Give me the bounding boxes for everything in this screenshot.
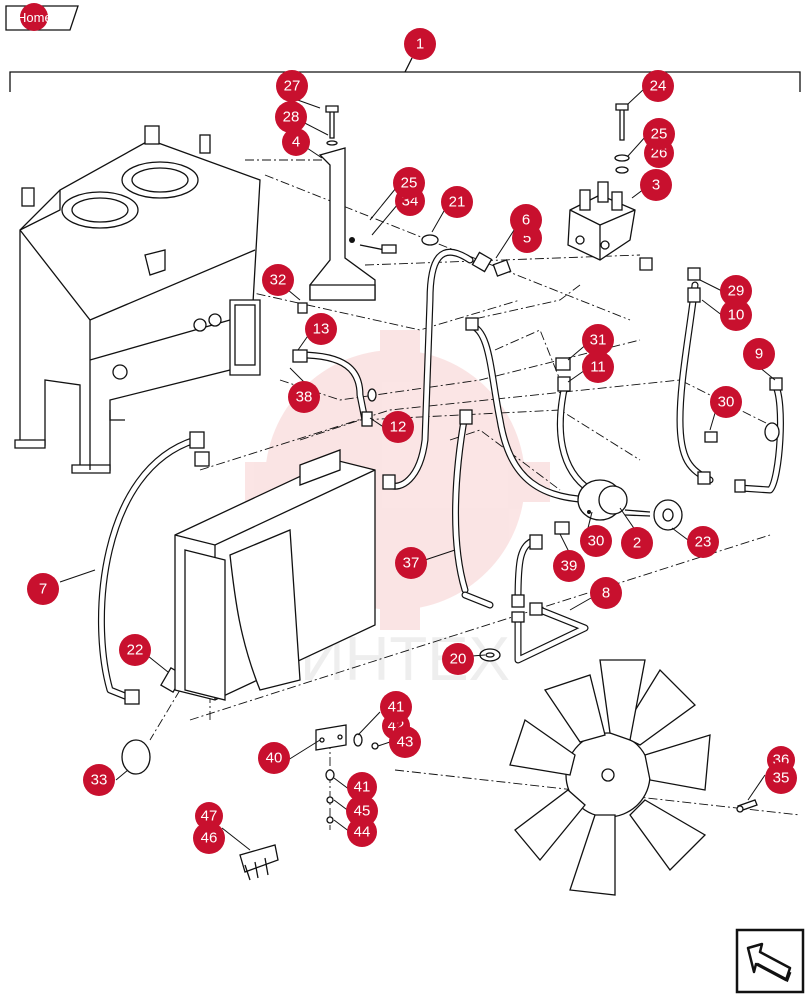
callout-21[interactable]: 21 xyxy=(441,186,473,218)
svg-text:13: 13 xyxy=(313,321,330,338)
svg-text:20: 20 xyxy=(450,651,467,668)
svg-text:12: 12 xyxy=(390,419,407,436)
svg-text:39: 39 xyxy=(561,558,578,575)
callout-29[interactable]: 29 xyxy=(720,275,752,307)
callout-43[interactable]: 43 xyxy=(389,726,421,758)
callout-7[interactable]: 7 xyxy=(27,573,59,605)
svg-text:28: 28 xyxy=(283,109,300,126)
svg-text:40: 40 xyxy=(266,750,283,767)
callout-20[interactable]: 20 xyxy=(442,643,474,675)
callout-28[interactable]: 28 xyxy=(275,101,307,133)
callout-25-right[interactable]: 25 xyxy=(643,118,675,150)
svg-text:24: 24 xyxy=(650,78,667,95)
svg-text:46: 46 xyxy=(201,830,218,847)
svg-text:25: 25 xyxy=(651,126,668,143)
callout-30-top[interactable]: 30 xyxy=(710,386,742,418)
fittings xyxy=(124,234,783,705)
callout-30-bottom[interactable]: 30 xyxy=(580,525,612,557)
svg-text:29: 29 xyxy=(728,283,745,300)
home-label[interactable]: Home xyxy=(17,10,52,25)
svg-text:43: 43 xyxy=(397,734,414,751)
svg-text:1: 1 xyxy=(416,36,424,53)
svg-text:7: 7 xyxy=(39,581,47,598)
callout-13[interactable]: 13 xyxy=(305,313,337,345)
svg-text:4: 4 xyxy=(292,134,300,151)
svg-text:3: 3 xyxy=(652,177,660,194)
callout-44[interactable]: 44 xyxy=(347,817,377,847)
leader xyxy=(404,57,413,73)
assembly-lines xyxy=(149,159,801,830)
svg-text:6: 6 xyxy=(522,212,530,229)
hoses xyxy=(97,248,784,704)
svg-text:25: 25 xyxy=(401,175,418,192)
svg-text:30: 30 xyxy=(718,394,735,411)
oil-cooler xyxy=(174,449,376,701)
callout-40[interactable]: 40 xyxy=(258,742,290,774)
svg-text:5: 5 xyxy=(523,230,531,247)
callout-32[interactable]: 32 xyxy=(262,264,294,296)
svg-text:27: 27 xyxy=(284,78,301,95)
callout-2[interactable]: 2 xyxy=(621,527,653,559)
callout-31[interactable]: 31 xyxy=(582,324,614,356)
svg-text:41: 41 xyxy=(388,699,405,716)
callout-38[interactable]: 38 xyxy=(288,381,320,413)
valve-block xyxy=(567,103,653,271)
svg-text:35: 35 xyxy=(773,770,790,787)
hardware xyxy=(121,388,758,881)
svg-text:41: 41 xyxy=(354,779,371,796)
callout-9[interactable]: 9 xyxy=(743,338,775,370)
svg-text:22: 22 xyxy=(127,642,144,659)
callout-41-top[interactable]: 41 xyxy=(380,691,412,723)
callout-12[interactable]: 12 xyxy=(382,411,414,443)
svg-text:38: 38 xyxy=(296,389,313,406)
cooling-fan xyxy=(509,659,711,896)
fan-motor xyxy=(577,479,683,531)
callout-39[interactable]: 39 xyxy=(553,550,585,582)
svg-text:44: 44 xyxy=(354,824,371,841)
svg-text:11: 11 xyxy=(590,359,606,376)
svg-text:45: 45 xyxy=(354,803,371,820)
callout-11[interactable]: 11 xyxy=(582,351,614,383)
callout-22[interactable]: 22 xyxy=(119,634,151,666)
callout-4[interactable]: 4 xyxy=(282,128,310,156)
callout-25-left[interactable]: 25 xyxy=(393,167,425,199)
assembly-bracket xyxy=(9,71,801,92)
svg-text:33: 33 xyxy=(91,772,108,789)
callout-41-bottom[interactable]: 41 xyxy=(347,772,377,802)
svg-text:21: 21 xyxy=(449,194,466,211)
callout-1[interactable]: 1 xyxy=(404,28,436,60)
svg-text:2: 2 xyxy=(633,535,641,552)
svg-text:23: 23 xyxy=(695,534,712,551)
svg-text:10: 10 xyxy=(728,307,745,324)
svg-text:8: 8 xyxy=(602,585,610,602)
callout-10[interactable]: 10 xyxy=(720,299,752,331)
callout-8[interactable]: 8 xyxy=(590,577,622,609)
callout-33[interactable]: 33 xyxy=(83,764,115,796)
svg-text:31: 31 xyxy=(590,332,607,349)
svg-text:47: 47 xyxy=(201,808,218,825)
svg-text:32: 32 xyxy=(270,272,287,289)
svg-text:37: 37 xyxy=(403,555,420,572)
callout-6[interactable]: 6 xyxy=(510,204,542,236)
hydraulic-tank xyxy=(14,125,261,474)
callout-27[interactable]: 27 xyxy=(276,70,308,102)
mounting-bracket xyxy=(309,105,397,301)
svg-text:9: 9 xyxy=(755,346,763,363)
next-page-icon[interactable] xyxy=(735,928,805,994)
callout-47[interactable]: 47 xyxy=(195,802,223,830)
callout-37[interactable]: 37 xyxy=(395,547,427,579)
callout-46[interactable]: 46 xyxy=(193,822,225,854)
svg-text:30: 30 xyxy=(588,533,605,550)
home-tab[interactable]: Home xyxy=(5,3,79,31)
callout-45[interactable]: 45 xyxy=(346,795,378,827)
callout-24[interactable]: 24 xyxy=(642,70,674,102)
callout-35[interactable]: 35 xyxy=(765,762,797,794)
callout-3[interactable]: 3 xyxy=(640,169,672,201)
callout-23[interactable]: 23 xyxy=(687,526,719,558)
